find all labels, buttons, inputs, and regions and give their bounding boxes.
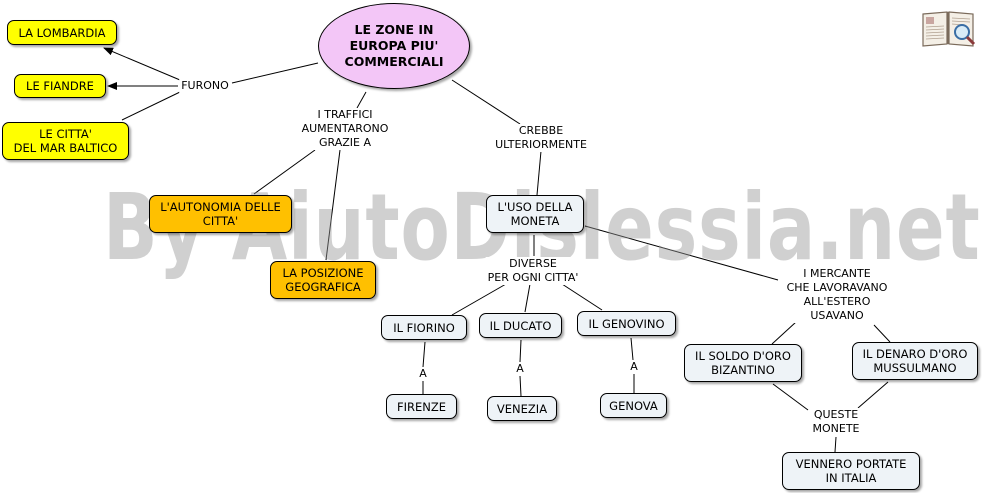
node-fiorino[interactable]: IL FIORINO: [381, 315, 467, 340]
link-label-a-venezia: A: [514, 362, 526, 376]
node-genovino[interactable]: IL GENOVINO: [577, 311, 676, 336]
node-fiandre[interactable]: LE FIANDRE: [14, 74, 106, 98]
link-label-mercante: I MERCANTE CHE LAVORAVANO ALL'ESTERO USA…: [784, 267, 890, 323]
link-label-crebbe: CREBBE ULTERIORMENTE: [493, 124, 589, 152]
node-venezia[interactable]: VENEZIA: [487, 396, 557, 421]
node-uso-moneta[interactable]: L'USO DELLA MONETA: [486, 195, 584, 233]
node-denaro-oro-mussulmano[interactable]: IL DENARO D'ORO MUSSULMANO: [852, 342, 978, 380]
link-label-queste-monete: QUESTE MONETE: [810, 408, 862, 436]
node-soldo-oro-bizantino[interactable]: IL SOLDO D'ORO BIZANTINO: [684, 344, 802, 382]
link-label-furono: FURONO: [179, 79, 231, 93]
node-firenze[interactable]: FIRENZE: [386, 394, 457, 419]
link-label-traffici: I TRAFFICI AUMENTARONO GRAZIE A: [299, 108, 391, 150]
main-topic-node[interactable]: LE ZONE IN EUROPA PIU' COMMERCIALI: [318, 3, 470, 89]
link-label-diverse: DIVERSE PER OGNI CITTA': [485, 257, 581, 285]
link-label-a-genova: A: [628, 360, 640, 374]
node-citta-mar-baltico[interactable]: LE CITTA' DEL MAR BALTICO: [2, 122, 129, 160]
node-lombardia[interactable]: LA LOMBARDIA: [7, 20, 117, 45]
book-magnifier-icon: [922, 11, 976, 47]
link-label-a-firenze: A: [417, 367, 429, 381]
node-posizione-geografica[interactable]: LA POSIZIONE GEOGRAFICA: [270, 261, 376, 299]
node-vennero-portate-italia[interactable]: VENNERO PORTATE IN ITALIA: [782, 452, 920, 490]
node-ducato[interactable]: IL DUCATO: [479, 313, 562, 338]
node-autonomia-citta[interactable]: L'AUTONOMIA DELLE CITTA': [149, 195, 292, 233]
node-genova[interactable]: GENOVA: [600, 393, 667, 418]
